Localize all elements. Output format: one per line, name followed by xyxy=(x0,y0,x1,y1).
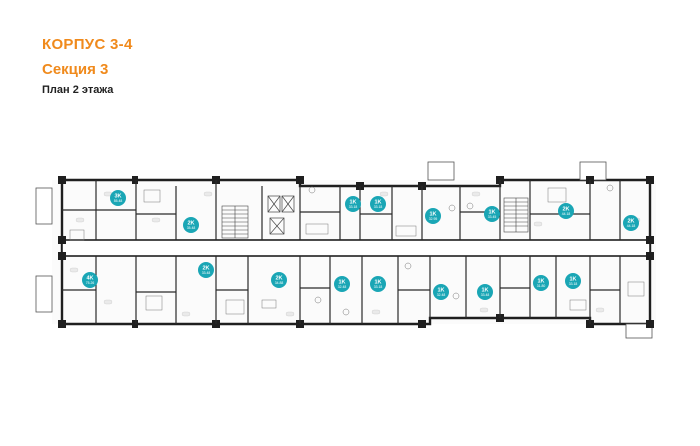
apartment-type-label: 4K xyxy=(86,276,93,282)
apartment-type-label: 1K xyxy=(481,288,488,294)
apartment-type-label: 2K xyxy=(627,219,634,225)
apartment-badge-circle xyxy=(433,284,449,300)
apartment-badge-circle xyxy=(370,276,386,292)
stairwells xyxy=(221,197,529,239)
room-area-markers xyxy=(69,191,641,317)
apartment-area-label: 33.48 xyxy=(481,293,490,297)
apartment-badge-circle xyxy=(82,272,98,288)
furniture xyxy=(69,184,645,316)
apartment-type-label: 1K xyxy=(437,288,444,294)
apartment-area-label: 32.48 xyxy=(437,293,446,297)
apartment-badge-circle xyxy=(425,208,441,224)
corridor xyxy=(61,239,651,257)
apartment-badge-circle xyxy=(183,217,199,233)
apartment-area-label: 33.18 xyxy=(569,282,578,286)
apartment-badge-circle xyxy=(334,276,350,292)
apartment-badge-circle xyxy=(271,272,287,288)
apartment-area-label: 33.18 xyxy=(374,285,383,289)
apartment-area-label: 34.88 xyxy=(275,281,284,285)
apartment-type-label: 1K xyxy=(338,280,345,286)
apartment-type-label: 1K xyxy=(374,200,381,206)
balconies xyxy=(35,161,653,339)
apartment-badge-circle xyxy=(558,203,574,219)
apartment-area-label: 35.48 xyxy=(187,226,196,230)
apartment-type-label: 1K xyxy=(488,210,495,216)
apartment-badge-circle xyxy=(370,196,386,212)
apartment-badge-circle xyxy=(198,262,214,278)
apartment-badge-circle xyxy=(484,206,500,222)
building-title: КОРПУС 3-4 xyxy=(42,36,133,53)
apartment-area-label: 32.48 xyxy=(338,285,347,289)
apartment-type-label: 1K xyxy=(429,212,436,218)
apartment-area-label: 33.48 xyxy=(202,271,211,275)
apartment-badge-circle xyxy=(623,215,639,231)
partitions xyxy=(62,180,621,324)
apartment-badge-circle xyxy=(533,275,549,291)
apartment-type-label: 1K xyxy=(349,200,356,206)
apartment-type-label: 2K xyxy=(562,207,569,213)
apartment-type-label: 2K xyxy=(275,276,282,282)
section-title: Секция 3 xyxy=(42,61,109,78)
apartment-area-label: 44.18 xyxy=(562,212,571,216)
apartment-area-label: 55.48 xyxy=(114,199,123,203)
apartment-type-label: 1K xyxy=(537,279,544,285)
apartment-area-label: 44.18 xyxy=(627,224,636,228)
apartment-badge-circle xyxy=(110,190,126,206)
elevators xyxy=(267,195,295,235)
apartment-area-label: 32.95 xyxy=(429,217,438,221)
apartment-type-label: 1K xyxy=(374,280,381,286)
apartment-area-label: 31.80 xyxy=(537,284,546,288)
apartment-type-label: 2K xyxy=(187,221,194,227)
apartment-area-label: 33.18 xyxy=(374,205,383,209)
apartment-badges: 3K55.482K35.481K33.181K33.181K32.951K33.… xyxy=(82,190,639,300)
apartment-type-label: 2K xyxy=(202,266,209,272)
floor-plan-subtitle: План 2 этажа xyxy=(42,84,114,96)
apartment-type-label: 3K xyxy=(114,194,121,200)
apartment-type-label: 1K xyxy=(569,277,576,283)
apartment-area-label: 75.26 xyxy=(86,281,95,285)
apartment-badge-circle xyxy=(345,196,361,212)
apartment-badge-circle xyxy=(565,273,581,289)
apartment-area-label: 33.18 xyxy=(349,205,358,209)
apartment-badge-circle xyxy=(477,284,493,300)
apartment-area-label: 33.45 xyxy=(488,215,497,219)
